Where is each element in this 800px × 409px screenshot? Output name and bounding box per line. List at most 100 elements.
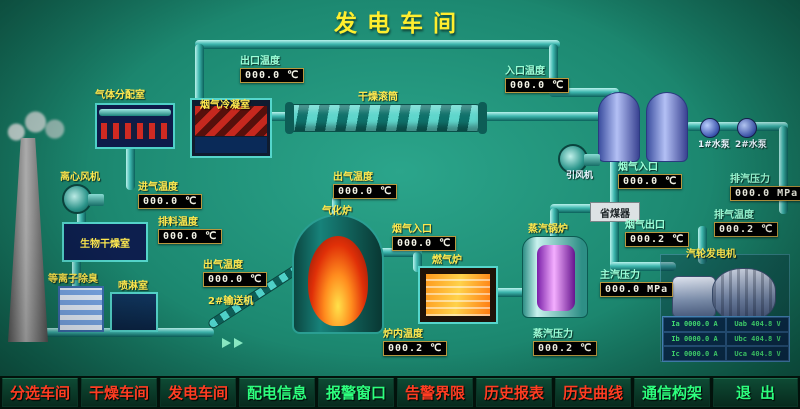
gauge-label: 蒸汽压力: [533, 329, 573, 340]
gas-distribution-chamber[interactable]: [95, 103, 175, 149]
spray-room-unit[interactable]: [110, 292, 158, 332]
gauge-value: 000.0 MPa: [600, 282, 674, 297]
label-spray-room: 喷淋室: [118, 281, 148, 292]
gauge-steam-pressure: 蒸汽压力 000.2 ℃: [533, 325, 598, 356]
gauge-exhaust-temp: 排气温度 000.2 ℃: [714, 206, 779, 237]
pipe-segment: [195, 40, 560, 49]
gauge-label: 出口温度: [240, 56, 280, 67]
nav-drying-workshop[interactable]: 干燥车间: [81, 378, 157, 407]
gasifier-vessel[interactable]: [292, 214, 384, 334]
drying-drum[interactable]: [288, 104, 482, 132]
nav-comm-framework[interactable]: 通信构架: [634, 378, 710, 407]
gauge-outlet-temp: 出口温度 000.0 ℃: [240, 52, 305, 83]
flow-arrow: [222, 338, 231, 348]
generator-data-panel: Ia 0000.0 A Uab 404.8 V Ib 0000.0 A Ubc …: [662, 316, 790, 362]
centrifugal-fan-motor: [88, 194, 104, 206]
pipe-segment: [550, 208, 559, 240]
pipe-segment: [549, 44, 558, 94]
gauge-label: 炉内温度: [383, 329, 423, 340]
gauge-exhaust-pressure: 排汽压力 000.0 MPa: [730, 170, 800, 201]
water-pump-2[interactable]: [737, 118, 757, 138]
plasma-deodorizer-unit[interactable]: [58, 286, 104, 332]
gauge-label: 出气温度: [203, 260, 243, 271]
gauge-label: 排气温度: [714, 210, 754, 221]
gauge-inlet-temp: 入口温度 000.0 ℃: [505, 62, 570, 93]
nav-history-curve[interactable]: 历史曲线: [555, 378, 631, 407]
gauge-label: 入口温度: [505, 66, 545, 77]
economizer-label: 省煤器: [600, 208, 630, 220]
nav-alarm-window[interactable]: 报警窗口: [318, 378, 394, 407]
label-pump-2: 2#水泵: [735, 140, 767, 150]
gauge-label: 烟气入口: [618, 162, 658, 173]
induced-draft-fan[interactable]: [558, 144, 588, 174]
gauge-value: 000.2 ℃: [625, 232, 690, 247]
panel-cell: Ib 0000.0 A: [663, 331, 726, 347]
pipe-segment: [610, 92, 619, 272]
gauge-value: 000.0 ℃: [158, 229, 223, 244]
nav-exit[interactable]: 退出: [713, 378, 798, 407]
drum-cap-right: [478, 102, 487, 134]
nav-distribution-info[interactable]: 配电信息: [239, 378, 315, 407]
pipe-segment: [478, 112, 603, 121]
gauge-furnace-temp: 炉内温度 000.2 ℃: [383, 325, 448, 356]
pipe-segment: [413, 252, 422, 272]
label-conveyor-2: 2#输送机: [208, 296, 254, 307]
pipe-segment: [42, 328, 214, 337]
label-gas-distribution: 气体分配室: [95, 90, 145, 101]
bio-drying-room-label: 生物干燥室: [80, 238, 130, 250]
gauge-label: 排料温度: [158, 217, 198, 228]
gauge-value: 000.0 ℃: [203, 272, 268, 287]
bio-drying-room[interactable]: 生物干燥室: [62, 222, 148, 262]
gas-furnace[interactable]: [418, 266, 498, 324]
pipe-segment: [494, 288, 526, 297]
nav-sorting-workshop[interactable]: 分选车间: [2, 378, 78, 407]
pipe-segment: [610, 262, 676, 271]
label-drying-drum: 干燥滚筒: [358, 92, 398, 103]
steam-boiler[interactable]: [522, 236, 588, 318]
gauge-fluegas-inlet-2: 烟气入口 000.0 ℃: [618, 158, 683, 189]
gauge-value: 000.0 ℃: [392, 236, 457, 251]
chimney-smoke: [0, 106, 74, 148]
gauge-main-steam-pressure: 主汽压力 000.0 MPa: [600, 266, 674, 297]
economizer-box[interactable]: 省煤器: [590, 202, 640, 222]
pipe-segment: [332, 196, 341, 222]
water-tank-1[interactable]: [598, 92, 640, 162]
label-gas-furnace: 燃气炉: [432, 255, 462, 266]
gauge-label: 进气温度: [138, 182, 178, 193]
gauge-label: 烟气入口: [392, 224, 432, 235]
nav-history-report[interactable]: 历史报表: [476, 378, 552, 407]
label-centrifugal-fan: 离心风机: [60, 172, 100, 183]
gauge-value: 000.0 MPa: [730, 186, 800, 201]
pipe-segment: [126, 146, 135, 190]
panel-cell: Ia 0000.0 A: [663, 317, 726, 332]
gauge-gas-out-temp-1: 出气温度 000.0 ℃: [333, 168, 398, 199]
water-tank-2[interactable]: [646, 92, 688, 162]
condenser-baffles: [195, 106, 267, 136]
gauge-value: 000.2 ℃: [533, 341, 598, 356]
bottom-nav: 分选车间 干燥车间 发电车间 配电信息 报警窗口 告警界限 历史报表 历史曲线 …: [0, 376, 800, 409]
furnace-flame: [426, 274, 490, 316]
generator-body[interactable]: [712, 268, 776, 322]
panel-cell: Ic 0000.0 A: [663, 346, 726, 361]
label-pump-1: 1#水泵: [698, 140, 730, 150]
water-pump-1[interactable]: [700, 118, 720, 138]
condenser-water-pool: [195, 137, 267, 153]
gauge-value: 000.2 ℃: [383, 341, 448, 356]
flow-arrow: [234, 338, 243, 348]
steam-turbine[interactable]: [672, 276, 716, 318]
induced-fan-motor: [584, 154, 600, 166]
gauge-value: 000.0 ℃: [333, 184, 398, 199]
pipe-segment: [195, 44, 204, 102]
gauge-label: 出气温度: [333, 172, 373, 183]
nav-generation-workshop[interactable]: 发电车间: [160, 378, 236, 407]
pipe-segment: [549, 88, 619, 97]
pipe-segment: [550, 204, 614, 213]
flue-gas-condenser[interactable]: [190, 98, 272, 158]
nav-alarm-limit[interactable]: 告警界限: [397, 378, 473, 407]
gauge-value: 000.0 ℃: [618, 174, 683, 189]
gauge-label: 主汽压力: [600, 270, 640, 281]
panel-cell: Ubc 404.8 V: [726, 331, 789, 347]
panel-cell: Uca 404.8 V: [726, 346, 789, 361]
gauge-gas-out-temp-2: 出气温度 000.0 ℃: [203, 256, 268, 287]
gauge-fluegas-outlet: 烟气出口 000.2 ℃: [625, 216, 690, 247]
